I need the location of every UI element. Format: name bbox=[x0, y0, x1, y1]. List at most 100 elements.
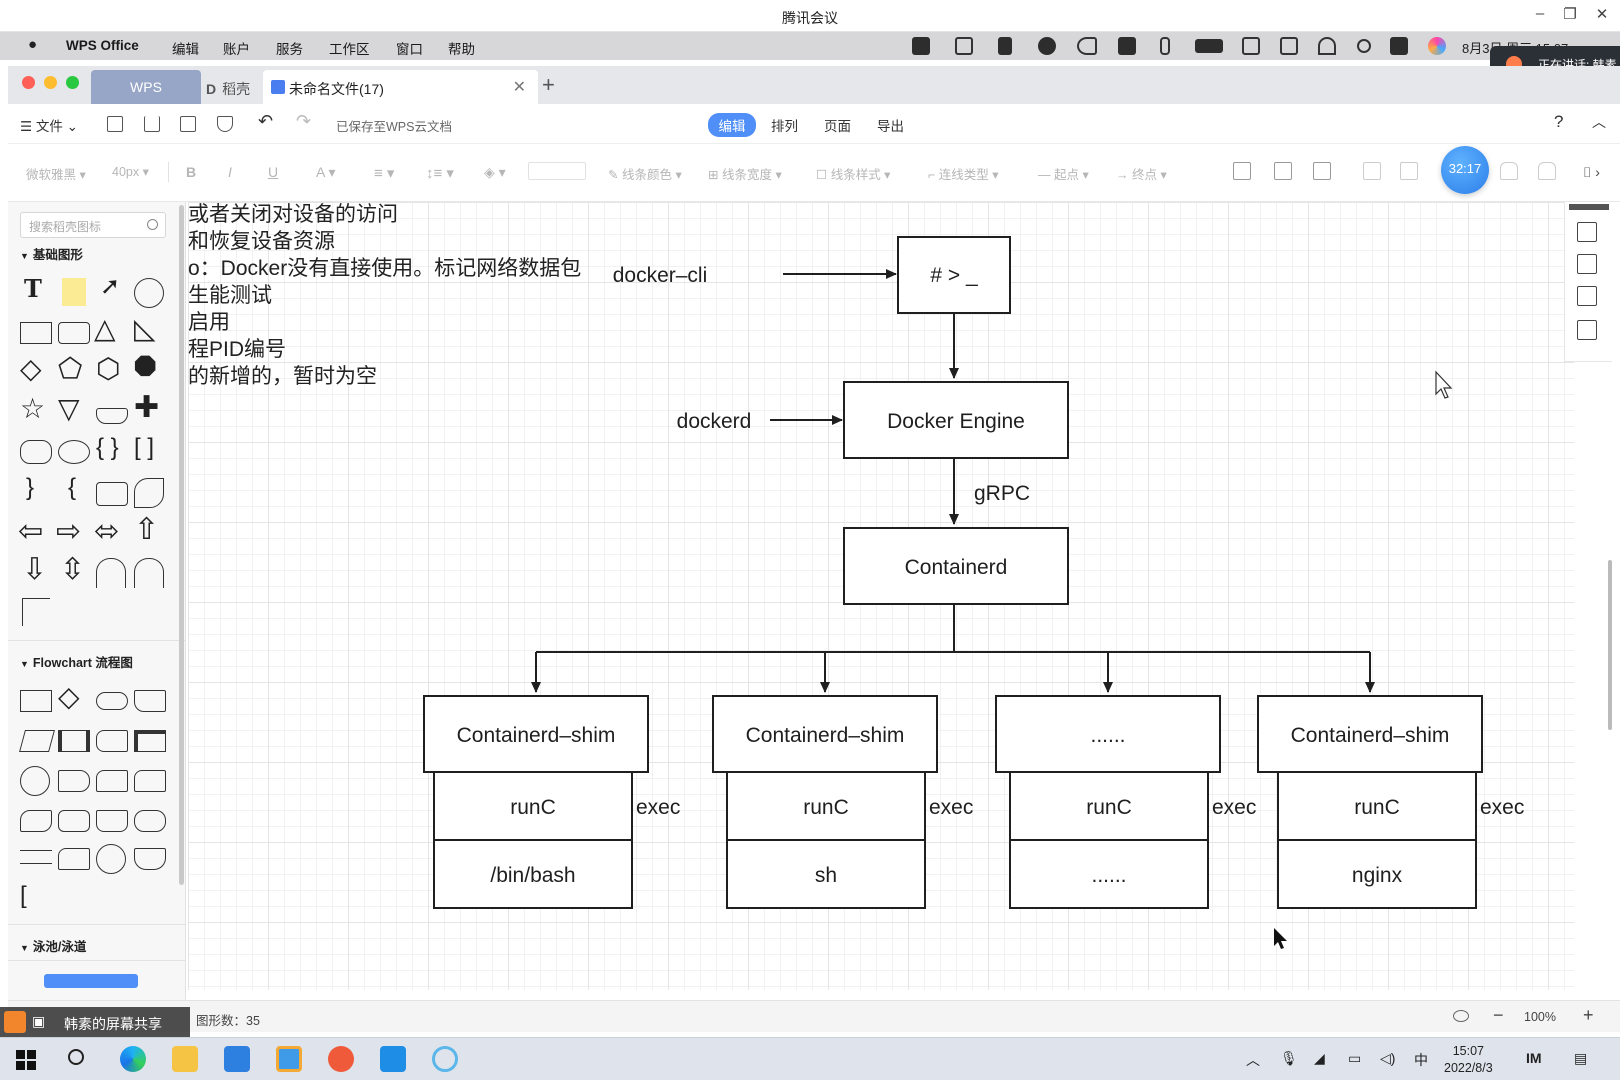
tab-edit[interactable]: 编辑 bbox=[708, 113, 756, 137]
dockerd-label[interactable]: dockerd bbox=[677, 410, 752, 433]
manual-input-shape[interactable] bbox=[96, 770, 128, 792]
zoom-in-button[interactable]: + bbox=[1583, 1005, 1594, 1025]
process-node-4[interactable] bbox=[1277, 839, 1477, 909]
minimize-window-icon[interactable] bbox=[44, 76, 57, 89]
section-flowchart[interactable]: ▼Flowchart 流程图 bbox=[20, 656, 133, 670]
diamond-shape[interactable]: ◇ bbox=[20, 353, 42, 384]
note-line[interactable]: 和恢复设备资源 bbox=[188, 230, 335, 253]
off-page-shape[interactable] bbox=[134, 848, 166, 870]
zoom-window-icon[interactable] bbox=[66, 76, 79, 89]
lock-icon[interactable] bbox=[1538, 162, 1556, 180]
shape-library-scrollbar[interactable] bbox=[179, 205, 184, 885]
connector-shape[interactable] bbox=[20, 766, 50, 796]
diagram-canvas[interactable]: 或者关闭对设备的访问 和恢复设备资源 o：Docker没有直接使用。标记网络数据… bbox=[188, 202, 1574, 990]
note-line[interactable]: 的新增的，暂时为空 bbox=[188, 365, 377, 388]
screen-mirror-icon[interactable] bbox=[1242, 37, 1260, 55]
wifi-icon[interactable] bbox=[1318, 37, 1336, 55]
tab-close-icon[interactable]: ✕ bbox=[512, 79, 526, 96]
fill-color-icon[interactable]: ◈ ▾ bbox=[484, 164, 506, 180]
format-painter-icon[interactable] bbox=[217, 116, 233, 132]
star-shape[interactable]: ☆ bbox=[20, 393, 46, 424]
export-icon[interactable] bbox=[180, 116, 196, 132]
control-center-icon[interactable] bbox=[1390, 37, 1408, 55]
circle-shape[interactable] bbox=[134, 278, 164, 308]
runc-node-3[interactable] bbox=[1009, 771, 1209, 841]
process-node-1[interactable] bbox=[433, 839, 633, 909]
callout-shape[interactable] bbox=[58, 440, 90, 464]
right-triangle-shape[interactable]: ◺ bbox=[134, 313, 156, 344]
sticky-note-shape[interactable] bbox=[62, 278, 86, 306]
process-shape[interactable] bbox=[20, 690, 52, 712]
left-arrow-shape[interactable]: ⇦ bbox=[18, 515, 44, 548]
edge-browser-icon[interactable] bbox=[120, 1046, 146, 1072]
app-red-icon[interactable] bbox=[328, 1046, 354, 1072]
menu-workspace[interactable]: 工作区 bbox=[329, 42, 370, 57]
stored-data-shape[interactable] bbox=[96, 730, 128, 752]
menu-services[interactable]: 服务 bbox=[276, 42, 303, 57]
input-a-icon[interactable] bbox=[1118, 37, 1136, 55]
containerd-node[interactable] bbox=[843, 527, 1069, 605]
double-arrow-shape[interactable]: ⬄ bbox=[94, 515, 120, 548]
up-arrow-shape[interactable]: ⇧ bbox=[134, 513, 160, 546]
search-icon[interactable] bbox=[147, 219, 158, 230]
group-icon[interactable] bbox=[1400, 162, 1418, 180]
exec-label-3[interactable]: exec bbox=[1212, 796, 1256, 819]
wps-tray-icon[interactable] bbox=[912, 37, 930, 55]
bold-icon[interactable]: B bbox=[186, 164, 197, 180]
rounded-rect-shape[interactable] bbox=[58, 322, 90, 344]
speaker-icon[interactable]: ◁) bbox=[1380, 1050, 1396, 1066]
terminator-shape[interactable] bbox=[96, 692, 128, 710]
font-family-select[interactable]: 微软雅黑 ▾ bbox=[26, 168, 86, 182]
octagon-shape[interactable]: ⯃ bbox=[134, 352, 157, 383]
exec-label-1[interactable]: exec bbox=[636, 796, 680, 819]
hexagon-shape[interactable]: ⬡ bbox=[96, 353, 121, 384]
volume-icon[interactable] bbox=[1077, 37, 1097, 55]
note-line[interactable]: 或者关闭对设备的访问 bbox=[188, 203, 398, 226]
workspace-3-icon[interactable] bbox=[1280, 37, 1298, 55]
menu-wps-office[interactable]: WPS Office bbox=[66, 38, 139, 53]
menu-window[interactable]: 窗口 bbox=[396, 42, 423, 57]
undo-icon[interactable]: ↶ bbox=[258, 111, 274, 131]
note-line[interactable]: 生能测试 bbox=[188, 284, 272, 307]
windows-start-icon[interactable] bbox=[16, 1050, 36, 1070]
menu-edit[interactable]: 编辑 bbox=[172, 42, 199, 57]
photos-icon[interactable] bbox=[380, 1046, 406, 1072]
snip-tool-icon[interactable] bbox=[276, 1046, 302, 1072]
line-style-select[interactable]: ☐ 线条样式 ▾ bbox=[816, 168, 891, 182]
u-turn-arrow-shape[interactable] bbox=[134, 558, 164, 588]
card-shape[interactable] bbox=[134, 770, 166, 792]
preparation-shape[interactable] bbox=[134, 810, 166, 832]
help-icon[interactable]: ? bbox=[1554, 112, 1564, 131]
process-node-3[interactable] bbox=[1009, 839, 1209, 909]
line-end-select[interactable]: → 终点 ▾ bbox=[1116, 168, 1167, 182]
tab-wps[interactable]: WPS bbox=[91, 70, 201, 104]
calendar-panel-icon[interactable] bbox=[1577, 254, 1597, 274]
bluetooth-icon[interactable] bbox=[1160, 37, 1170, 55]
cross-shape[interactable]: ✚ bbox=[134, 391, 160, 424]
collapse-toolbar-icon[interactable]: ︿ bbox=[1592, 114, 1606, 130]
shape-search-input[interactable]: 搜索稻壳图标 bbox=[20, 212, 166, 238]
corner-shape[interactable] bbox=[22, 598, 50, 626]
tray-expand-icon[interactable]: ︿ bbox=[1246, 1052, 1260, 1068]
minimize-icon[interactable]: – bbox=[1535, 5, 1545, 22]
leaf-shape[interactable] bbox=[134, 478, 164, 508]
layout-icon[interactable] bbox=[1233, 162, 1251, 180]
mail-icon[interactable] bbox=[224, 1046, 250, 1072]
panel-handle[interactable] bbox=[1569, 204, 1609, 210]
process-node-2[interactable] bbox=[726, 839, 926, 909]
pages-panel-icon[interactable] bbox=[1577, 286, 1597, 306]
exec-label-4[interactable]: exec bbox=[1480, 796, 1524, 819]
notification-icon[interactable]: ▤ bbox=[1574, 1050, 1588, 1066]
zoom-level[interactable]: 100% bbox=[1524, 1010, 1556, 1024]
close-window-icon[interactable] bbox=[22, 76, 35, 89]
brace-shape[interactable]: { } bbox=[96, 434, 119, 461]
spotlight-search-icon[interactable] bbox=[1357, 39, 1371, 53]
download-icon[interactable] bbox=[144, 116, 160, 132]
redo-icon[interactable]: ↷ bbox=[296, 111, 312, 131]
note-line[interactable]: 程PID编号 bbox=[188, 338, 287, 361]
line-spacing-icon[interactable]: ↕≡ ▾ bbox=[426, 165, 454, 182]
new-tab-icon[interactable]: + bbox=[542, 72, 555, 97]
image-icon[interactable] bbox=[1274, 162, 1292, 180]
delay-shape[interactable] bbox=[58, 770, 90, 792]
